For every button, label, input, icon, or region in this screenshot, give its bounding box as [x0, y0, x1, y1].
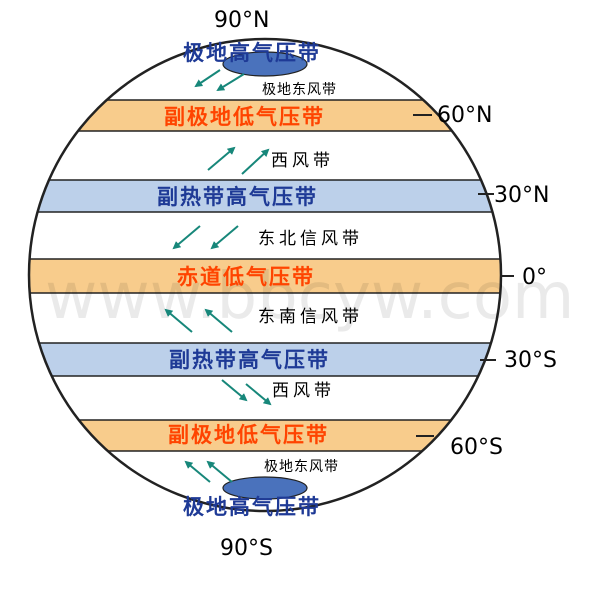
label-north-subpolar-low: 副极地低气压带 — [164, 105, 325, 129]
south-polar-cap — [222, 476, 308, 500]
arrow-south-westerly-1 — [221, 379, 248, 402]
lat-label-0: 0° — [522, 265, 547, 290]
north-polar-cap — [222, 51, 308, 77]
arrow-south-polar-2 — [206, 460, 233, 483]
watermark: www.bbcyw.com — [45, 260, 574, 334]
band-equatorial-low — [29, 258, 501, 294]
lat-label-60s: 60°S — [450, 435, 503, 460]
label-south-polar-easterlies: 极地东风带 — [264, 459, 339, 475]
latitude-ticks — [413, 114, 514, 437]
north-pole-label: 90°N — [214, 8, 269, 33]
label-north-westerlies: 西风带 — [271, 151, 334, 171]
pressure-bands — [29, 99, 501, 452]
band-south-subtropical-high — [29, 342, 501, 377]
label-south-westerlies: 西风带 — [272, 381, 335, 401]
arrow-north-polar-2 — [216, 73, 245, 92]
label-north-polar-high: 极地高气压带 — [183, 41, 321, 65]
arrow-south-westerly-2 — [245, 383, 272, 406]
label-north-subtropical-high: 副热带高气压带 — [157, 185, 318, 209]
arrow-north-polar-1 — [194, 69, 221, 88]
label-equatorial-low: 赤道低气压带 — [177, 265, 315, 289]
label-south-subpolar-low: 副极地低气压带 — [168, 423, 329, 447]
lat-label-30n: 30°N — [494, 183, 549, 208]
label-ne-trades: 东北信风带 — [258, 229, 363, 249]
arrow-ne-trade-2 — [210, 225, 239, 250]
label-north-polar-easterlies: 极地东风带 — [262, 82, 337, 98]
wind-arrows — [164, 69, 272, 483]
label-south-polar-high: 极地高气压带 — [183, 495, 321, 519]
arrow-south-polar-1 — [184, 460, 211, 483]
lat-label-30s: 30°S — [504, 348, 557, 373]
arrow-north-westerly-2 — [241, 148, 270, 175]
south-pole-label: 90°S — [220, 536, 273, 561]
lat-label-60n: 60°N — [437, 103, 492, 128]
label-se-trades: 东南信风带 — [258, 307, 363, 327]
arrow-north-westerly-1 — [207, 146, 236, 171]
label-south-subtropical-high: 副热带高气压带 — [169, 348, 330, 372]
arrow-ne-trade-1 — [172, 225, 201, 250]
arrow-se-trade-1 — [164, 308, 193, 333]
arrow-se-trade-2 — [204, 308, 233, 333]
band-north-subtropical-high — [29, 179, 501, 213]
